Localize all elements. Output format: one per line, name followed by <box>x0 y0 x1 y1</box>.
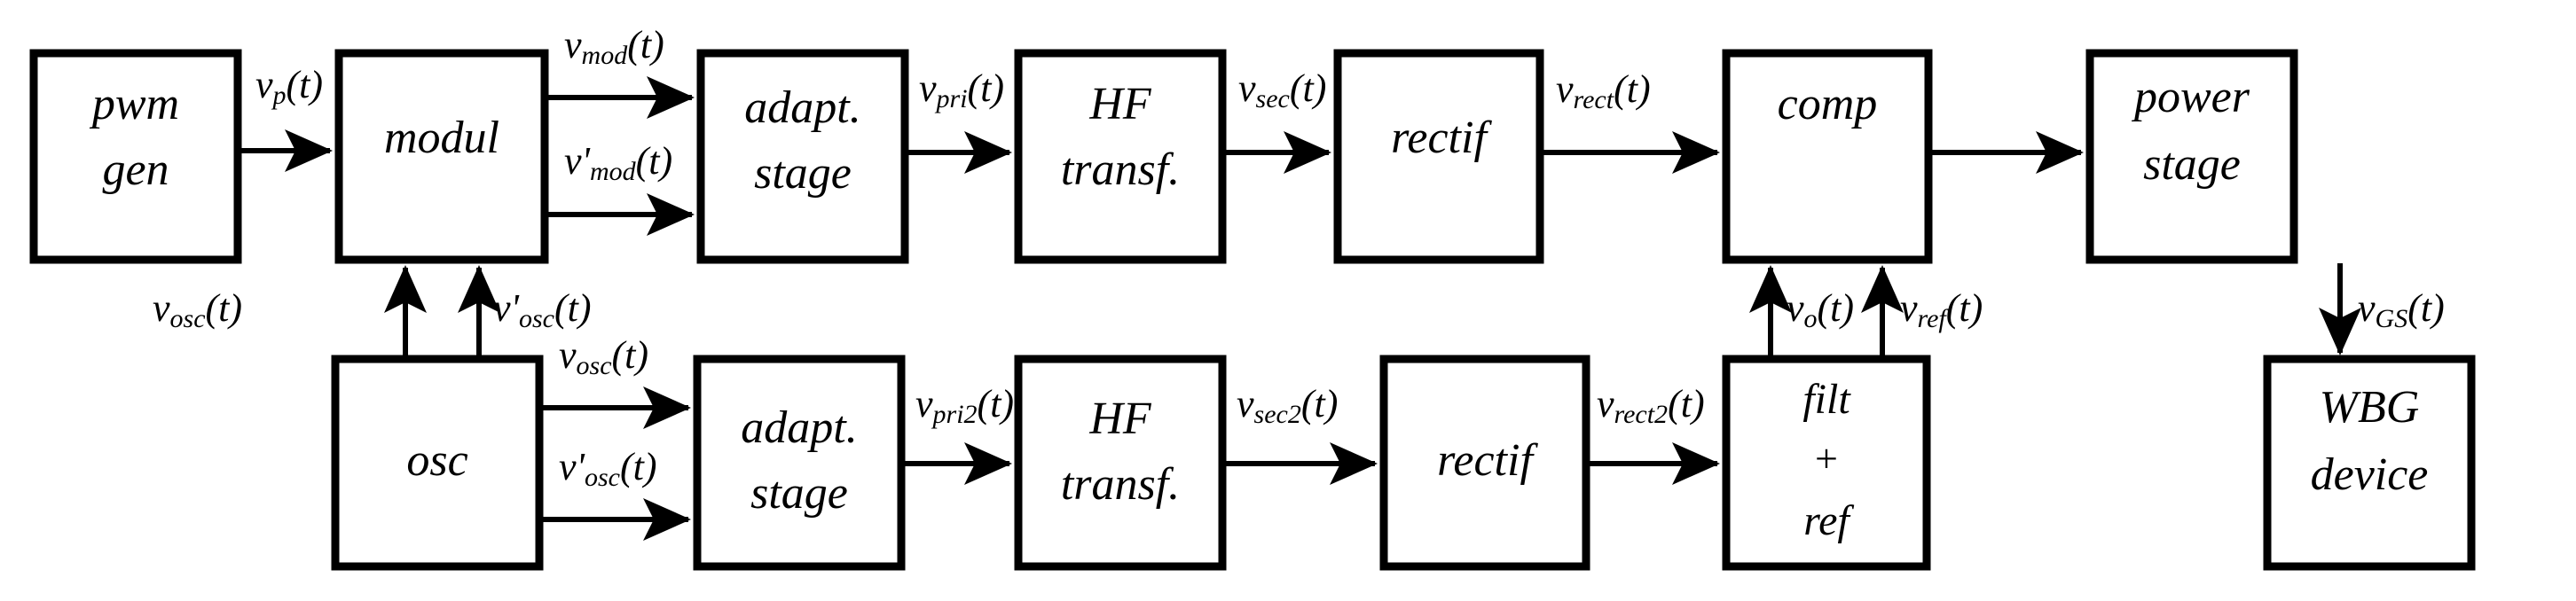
signal-label-v-ref: vref(t) <box>1900 286 1983 333</box>
blocks-layer: pwm gen modul adapt. stage HF transf. <box>29 49 2476 571</box>
signal-label-v-mod: vmod(t) <box>564 23 664 70</box>
signal-label-v-p: vp(t) <box>255 63 323 110</box>
block-comp-label-1: comp <box>1778 79 1878 129</box>
block-osc-label-1: osc <box>406 435 467 486</box>
block-hf-transf-1-label-1: HF <box>1088 79 1152 129</box>
block-wbg-device-label-1: WBG <box>2320 382 2420 433</box>
signal-label-v-pri2: vpri2(t) <box>915 382 1014 429</box>
block-power-stage[interactable]: power stage <box>2085 49 2298 264</box>
signal-label-v-osc-prime-up: v'osc(t) <box>493 286 591 333</box>
signal-label-v-pri: vpri(t) <box>919 66 1004 113</box>
block-wbg-device[interactable]: WBG device <box>2263 355 2476 571</box>
block-filt-ref-label-1: filt <box>1802 376 1851 423</box>
block-power-stage-label-1: power <box>2131 72 2250 122</box>
signal-label-v-osc-2: vosc(t) <box>559 333 648 380</box>
block-modul[interactable]: modul <box>334 49 549 264</box>
block-adapt-stage-2-label-1: adapt. <box>741 402 857 453</box>
connections-layer <box>241 76 2361 541</box>
block-filt-ref[interactable]: filt + ref <box>1722 355 1931 571</box>
block-adapt-stage-2-label-2: stage <box>750 468 848 519</box>
signal-label-v-osc-prime-2: v'osc(t) <box>559 445 656 492</box>
signal-label-v-o: vo(t) <box>1787 286 1854 333</box>
block-adapt-stage-1[interactable]: adapt. stage <box>696 49 909 264</box>
block-hf-transf-1[interactable]: HF transf. <box>1014 49 1227 264</box>
signal-label-v-rect: vrect(t) <box>1556 67 1651 114</box>
signal-label-v-sec2: vsec2(t) <box>1237 382 1338 429</box>
signal-label-v-mod-prime: v'mod(t) <box>564 139 672 186</box>
block-modul-label-1: modul <box>384 113 499 163</box>
block-osc[interactable]: osc <box>331 355 544 571</box>
signal-label-v-rect2: vrect2(t) <box>1597 382 1705 429</box>
signal-label-v-osc-up: vosc(t) <box>153 286 242 333</box>
block-filt-ref-label-2: ref <box>1803 497 1854 544</box>
block-adapt-stage-2[interactable]: adapt. stage <box>693 355 906 571</box>
block-comp[interactable]: comp <box>1722 49 1933 264</box>
block-pwm-gen-label-2: gen <box>102 144 169 195</box>
block-rectif-2[interactable]: rectif <box>1379 355 1590 571</box>
block-pwm-gen[interactable]: pwm gen <box>29 49 242 264</box>
block-adapt-stage-1-label-2: stage <box>754 148 852 199</box>
block-rectif-1-label-1: rectif <box>1391 113 1492 163</box>
block-pwm-gen-label-1: pwm <box>89 79 179 129</box>
block-rectif-2-label-1: rectif <box>1437 435 1538 486</box>
block-hf-transf-2-label-2: transf. <box>1061 459 1180 510</box>
block-hf-transf-2-label-1: HF <box>1088 394 1152 444</box>
signal-labels-layer: vp(t) vmod(t) v'mod(t) vpri(t) vsec(t) v… <box>153 23 2445 492</box>
block-adapt-stage-1-label-1: adapt. <box>744 82 860 133</box>
signal-label-v-sec: vsec(t) <box>1238 66 1326 113</box>
block-hf-transf-2[interactable]: HF transf. <box>1014 355 1227 571</box>
block-filt-ref-plus-sign: + <box>1815 436 1838 481</box>
signal-label-v-gs: vGS(t) <box>2358 286 2445 333</box>
block-wbg-device-label-2: device <box>2311 449 2429 500</box>
block-hf-transf-1-label-2: transf. <box>1061 144 1180 195</box>
block-rectif-1[interactable]: rectif <box>1333 49 1544 264</box>
block-power-stage-label-2: stage <box>2143 139 2241 190</box>
